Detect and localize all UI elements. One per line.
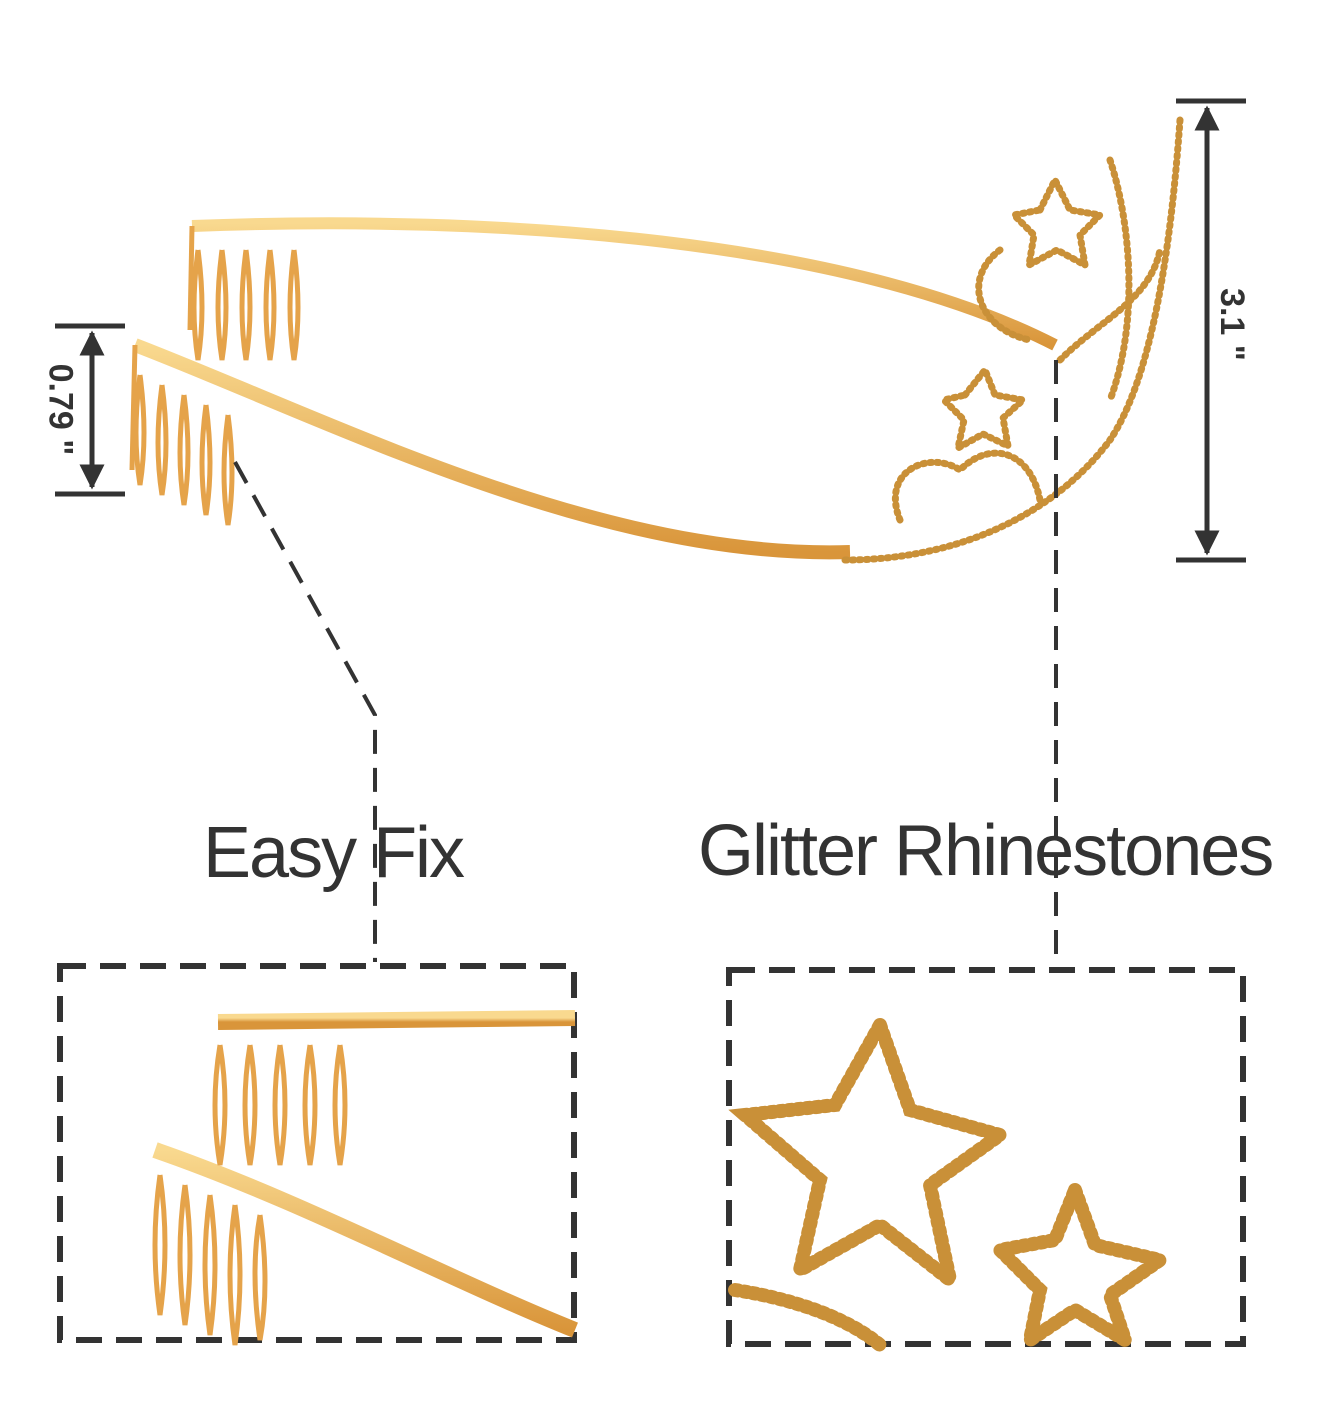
comb-height-dimension-line — [55, 323, 125, 497]
easy-fix-detail-box — [57, 963, 578, 1346]
glitter-rhinestones-label: Glitter Rhinestones — [698, 811, 1274, 891]
tiara-crown — [841, 116, 1184, 564]
easy-fix-label: Easy Fix — [203, 813, 465, 893]
front-comb — [129, 344, 235, 526]
rhinestones-detail-box — [726, 967, 1246, 1356]
height-dimension-label: 3.1 " — [1212, 288, 1251, 361]
height-dimension-line — [1176, 98, 1246, 563]
tiara-front-band — [129, 338, 851, 560]
tiara-back-band — [187, 217, 1058, 361]
comb-height-dimension-label: 0.79 " — [41, 363, 80, 456]
back-comb — [187, 225, 301, 361]
leader-lines — [233, 360, 1058, 966]
